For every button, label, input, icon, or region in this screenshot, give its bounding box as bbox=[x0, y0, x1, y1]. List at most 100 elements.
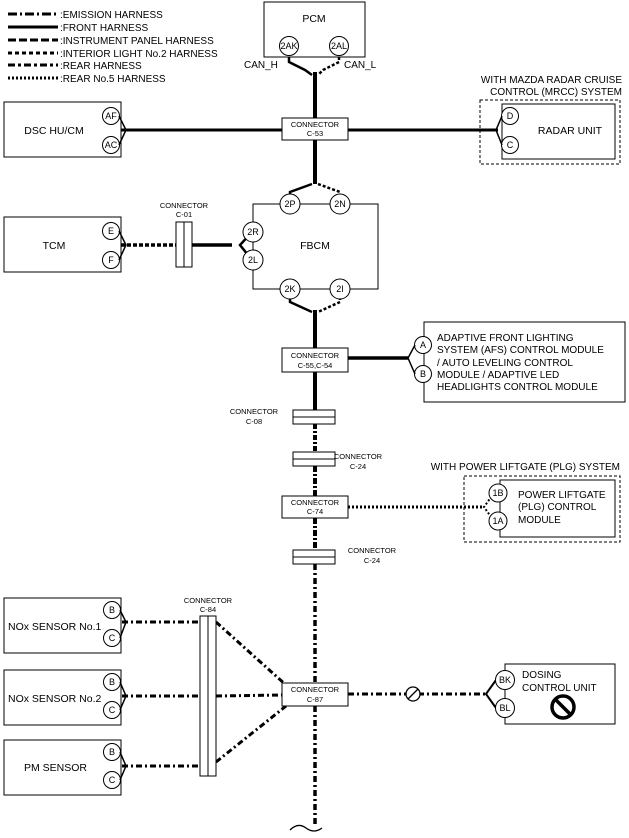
svg-text:CONNECTOR: CONNECTOR bbox=[160, 201, 209, 210]
svg-text:MODULE: MODULE bbox=[518, 515, 561, 526]
prohibited-icon bbox=[405, 686, 421, 702]
wire-dosing-pins bbox=[484, 679, 497, 709]
svg-text:C: C bbox=[109, 633, 116, 643]
svg-text:CONTROL UNIT: CONTROL UNIT bbox=[522, 683, 597, 694]
svg-text:BK: BK bbox=[499, 675, 511, 685]
svg-text:B: B bbox=[109, 747, 115, 757]
svg-text:1B: 1B bbox=[492, 488, 503, 498]
svg-text:CONNECTOR: CONNECTOR bbox=[348, 546, 397, 555]
pin-2p bbox=[279, 193, 301, 215]
wire-fbcm-2k bbox=[288, 297, 313, 314]
connector-c55: CONNECTOR C-55,C-54 bbox=[281, 347, 349, 373]
plg-group: WITH POWER LIFTGATE (PLG) SYSTEM POWER L… bbox=[431, 462, 621, 543]
wire-pcm-can-h bbox=[287, 57, 313, 77]
svg-text::REAR HARNESS: :REAR HARNESS bbox=[60, 61, 142, 72]
wire-continuation-mark bbox=[289, 824, 323, 832]
connector-c01: CONNECTOR C-01 bbox=[160, 201, 209, 268]
legend-rear: :REAR HARNESS bbox=[8, 61, 142, 72]
radar-group: WITH MAZDA RADAR CRUISE CONTROL (MRCC) S… bbox=[479, 75, 622, 165]
svg-text:2N: 2N bbox=[334, 199, 346, 209]
nox2-label: NOx SENSOR No.2 bbox=[8, 693, 102, 705]
connector-c87: CONNECTOR C-87 bbox=[281, 682, 349, 707]
svg-text:2AK: 2AK bbox=[280, 41, 297, 51]
svg-text:B: B bbox=[109, 677, 115, 687]
can-h-label: CAN_H bbox=[244, 60, 278, 71]
svg-text:B: B bbox=[109, 605, 115, 615]
svg-text:ADAPTIVE FRONT LIGHTING: ADAPTIVE FRONT LIGHTING bbox=[437, 333, 574, 344]
svg-text:/ AUTO LEVELING CONTROL: / AUTO LEVELING CONTROL bbox=[437, 358, 573, 369]
svg-text:2I: 2I bbox=[336, 284, 344, 294]
wires bbox=[121, 57, 498, 832]
svg-text:C-87: C-87 bbox=[307, 695, 323, 704]
no-symbol-icon bbox=[550, 694, 576, 720]
dsc-module: DSC HU/CM AF AC bbox=[3, 101, 127, 158]
svg-text:2P: 2P bbox=[284, 199, 295, 209]
fbcm-label: FBCM bbox=[300, 240, 330, 252]
connector-c74: CONNECTOR C-74 bbox=[281, 495, 349, 519]
svg-text:F: F bbox=[108, 255, 114, 265]
svg-text:C: C bbox=[507, 140, 514, 150]
legend-emission: :EMISSION HARNESS bbox=[8, 10, 163, 21]
svg-text:E: E bbox=[108, 226, 114, 236]
wire-fbcm-2n bbox=[317, 182, 342, 200]
svg-text:C-53: C-53 bbox=[307, 129, 323, 138]
connector-c24-upper: CONNECTOR C-24 bbox=[292, 451, 383, 471]
svg-text:A: A bbox=[420, 340, 426, 350]
svg-text:SYSTEM (AFS) CONTROL MODULE: SYSTEM (AFS) CONTROL MODULE bbox=[437, 345, 604, 356]
svg-text:WITH MAZDA RADAR CRUISE: WITH MAZDA RADAR CRUISE bbox=[481, 75, 622, 86]
pin-2l bbox=[242, 249, 264, 271]
svg-text:1A: 1A bbox=[492, 516, 503, 526]
svg-text::REAR No.5 HARNESS: :REAR No.5 HARNESS bbox=[60, 74, 166, 85]
pin-2r bbox=[242, 221, 264, 243]
svg-text:MODULE / ADAPTIVE LED: MODULE / ADAPTIVE LED bbox=[437, 370, 559, 381]
svg-text:DOSING: DOSING bbox=[522, 670, 562, 681]
svg-text:C-24: C-24 bbox=[364, 556, 380, 565]
svg-text:BL: BL bbox=[499, 703, 510, 713]
pm-label: PM SENSOR bbox=[24, 762, 87, 774]
pcm-module: PCM 2AK 2AL CAN_H CAN_L bbox=[244, 1, 377, 71]
svg-text:POWER LIFTGATE: POWER LIFTGATE bbox=[518, 490, 606, 501]
tcm-module: TCM E F bbox=[3, 216, 127, 273]
radar-label: RADAR UNIT bbox=[538, 125, 603, 137]
dosing-control-unit: DOSING CONTROL UNIT BK BL bbox=[495, 663, 616, 725]
legend-instrument: :INSTRUMENT PANEL HARNESS bbox=[8, 36, 214, 47]
svg-text:CONNECTOR: CONNECTOR bbox=[291, 351, 340, 360]
svg-text:2K: 2K bbox=[284, 284, 295, 294]
pin-1a bbox=[488, 511, 508, 531]
svg-text:CONNECTOR: CONNECTOR bbox=[230, 407, 279, 416]
svg-text:CONNECTOR: CONNECTOR bbox=[291, 120, 340, 129]
svg-text::FRONT HARNESS: :FRONT HARNESS bbox=[60, 23, 148, 34]
svg-text:2R: 2R bbox=[247, 227, 259, 237]
svg-text:CONNECTOR: CONNECTOR bbox=[291, 685, 340, 694]
svg-text:C: C bbox=[109, 705, 116, 715]
afs-module: ADAPTIVE FRONT LIGHTING SYSTEM (AFS) CON… bbox=[407, 321, 626, 403]
pin-2i bbox=[329, 278, 351, 300]
connector-c53: CONNECTOR C-53 bbox=[281, 117, 349, 141]
svg-text:AF: AF bbox=[105, 111, 117, 121]
legend-front: :FRONT HARNESS bbox=[8, 23, 148, 34]
svg-text:C-08: C-08 bbox=[246, 417, 262, 426]
pcm-label: PCM bbox=[302, 13, 325, 25]
svg-text:CONNECTOR: CONNECTOR bbox=[291, 498, 340, 507]
pin-1b bbox=[488, 483, 508, 503]
connector-c84: CONNECTOR C-84 bbox=[184, 596, 233, 777]
svg-text::INSTRUMENT PANEL HARNESS: :INSTRUMENT PANEL HARNESS bbox=[60, 36, 214, 47]
svg-text:C-55,C-54: C-55,C-54 bbox=[298, 361, 333, 370]
pin-2n bbox=[329, 193, 351, 215]
pin-2al bbox=[329, 36, 349, 56]
fbcm-module: FBCM 2P 2N 2R 2L 2K 2I bbox=[242, 193, 379, 300]
svg-text:2AL: 2AL bbox=[331, 41, 347, 51]
can-l-label: CAN_L bbox=[344, 60, 377, 71]
pin-2k bbox=[279, 278, 301, 300]
svg-text:2L: 2L bbox=[248, 255, 258, 265]
connector-c08: CONNECTOR C-08 bbox=[230, 407, 336, 426]
wire-c84-c87-b bbox=[215, 693, 285, 698]
svg-text::EMISSION HARNESS: :EMISSION HARNESS bbox=[60, 10, 163, 21]
tcm-label: TCM bbox=[43, 240, 66, 252]
pin-bk bbox=[495, 670, 515, 690]
svg-text:CONNECTOR: CONNECTOR bbox=[334, 452, 383, 461]
pm-sensor: PM SENSOR B C bbox=[3, 739, 127, 796]
svg-text:AC: AC bbox=[105, 140, 118, 150]
svg-text:C-01: C-01 bbox=[176, 210, 192, 219]
